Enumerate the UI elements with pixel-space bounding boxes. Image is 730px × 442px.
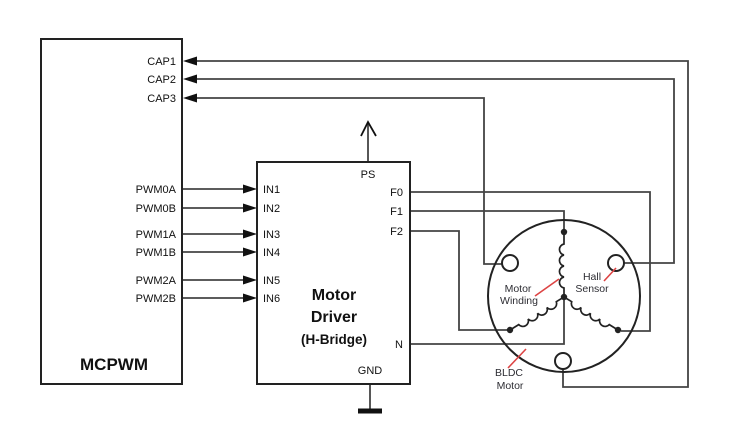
driver-title-line1: Motor — [312, 287, 356, 304]
gnd-symbol-icon — [358, 384, 382, 414]
wire-cap2 — [190, 78, 675, 264]
pin-n: N — [395, 339, 403, 351]
wire-cap1 — [190, 60, 689, 388]
pin-in6: IN6 — [263, 293, 280, 305]
pin-in5: IN5 — [263, 275, 280, 287]
pin-pwm2b: PWM2B — [136, 293, 176, 305]
bldc-label-line2: Motor — [497, 380, 524, 392]
hall-label-line2: Sensor — [575, 283, 609, 295]
hall-sensor-right-icon — [607, 254, 625, 272]
ps-arrowhead-icon — [360, 120, 377, 137]
hall-sensor-bottom-icon — [554, 352, 572, 370]
wire-f1 — [410, 210, 565, 232]
in3-arrowhead — [243, 229, 257, 239]
driver-subtitle: (H-Bridge) — [301, 332, 367, 347]
wires — [182, 56, 689, 388]
pin-pwm2a: PWM2A — [136, 275, 177, 287]
in4-arrowhead — [243, 247, 257, 257]
winding-node-center — [560, 293, 568, 301]
pin-f1: F1 — [390, 206, 403, 218]
ps-arrow — [360, 120, 377, 162]
pin-f0: F0 — [390, 187, 403, 199]
mcpwm-title: MCPWM — [80, 355, 148, 374]
motor-driver-box — [256, 161, 411, 385]
in2-arrowhead — [243, 203, 257, 213]
annotations: Motor Winding Hall Sensor BLDC Motor — [495, 267, 617, 392]
wire-cap3 — [190, 97, 502, 265]
pin-ps: PS — [361, 169, 376, 181]
pin-cap3: CAP3 — [147, 93, 176, 105]
motor-housing-circle — [487, 219, 641, 373]
pin-pwm0a: PWM0A — [136, 184, 177, 196]
pin-f2: F2 — [390, 226, 403, 238]
pin-gnd: GND — [358, 365, 383, 377]
cap3-arrowhead — [183, 93, 197, 103]
winding-node-top — [560, 228, 568, 236]
cap2-arrowhead — [183, 74, 197, 84]
pin-in4: IN4 — [263, 247, 280, 259]
in5-arrowhead — [243, 275, 257, 285]
hall-label-line1: Hall — [583, 271, 601, 283]
in6-arrowhead — [243, 293, 257, 303]
pin-in1: IN1 — [263, 184, 280, 196]
pin-in3: IN3 — [263, 229, 280, 241]
pin-pwm0b: PWM0B — [136, 203, 176, 215]
bldc-callout-line — [507, 348, 527, 369]
mcpwm-block: MCPWM CAP1 CAP2 CAP3 PWM0A PWM0B PWM1A P… — [40, 38, 183, 385]
in1-arrowhead — [243, 184, 257, 194]
driver-title-line2: Driver — [311, 309, 357, 326]
pin-cap2: CAP2 — [147, 74, 176, 86]
winding-label-line1: Motor — [505, 283, 532, 295]
winding-bottom-left — [509, 296, 565, 331]
winding-bottom-right — [563, 296, 619, 331]
bldc-label-line1: BLDC — [495, 367, 523, 379]
hall-callout-line — [603, 267, 617, 282]
winding-label-line2: Winding — [500, 295, 538, 307]
wire-f2 — [410, 230, 507, 331]
winding-node-right — [614, 326, 622, 334]
winding-node-left — [506, 326, 514, 334]
cap1-arrowhead — [183, 56, 197, 66]
pin-pwm1a: PWM1A — [136, 229, 177, 241]
motor-driver-block: Motor Driver (H-Bridge) IN1 IN2 IN3 IN4 … — [256, 161, 411, 385]
pin-in2: IN2 — [263, 203, 280, 215]
winding-top — [558, 232, 565, 297]
winding-callout-line — [534, 278, 560, 297]
mcpwm-box — [40, 38, 183, 385]
wire-n — [410, 297, 565, 345]
pin-pwm1b: PWM1B — [136, 247, 176, 259]
hall-sensor-left-icon — [501, 254, 519, 272]
wire-f0 — [410, 191, 651, 332]
bldc-motor — [487, 219, 641, 373]
pin-cap1: CAP1 — [147, 56, 176, 68]
